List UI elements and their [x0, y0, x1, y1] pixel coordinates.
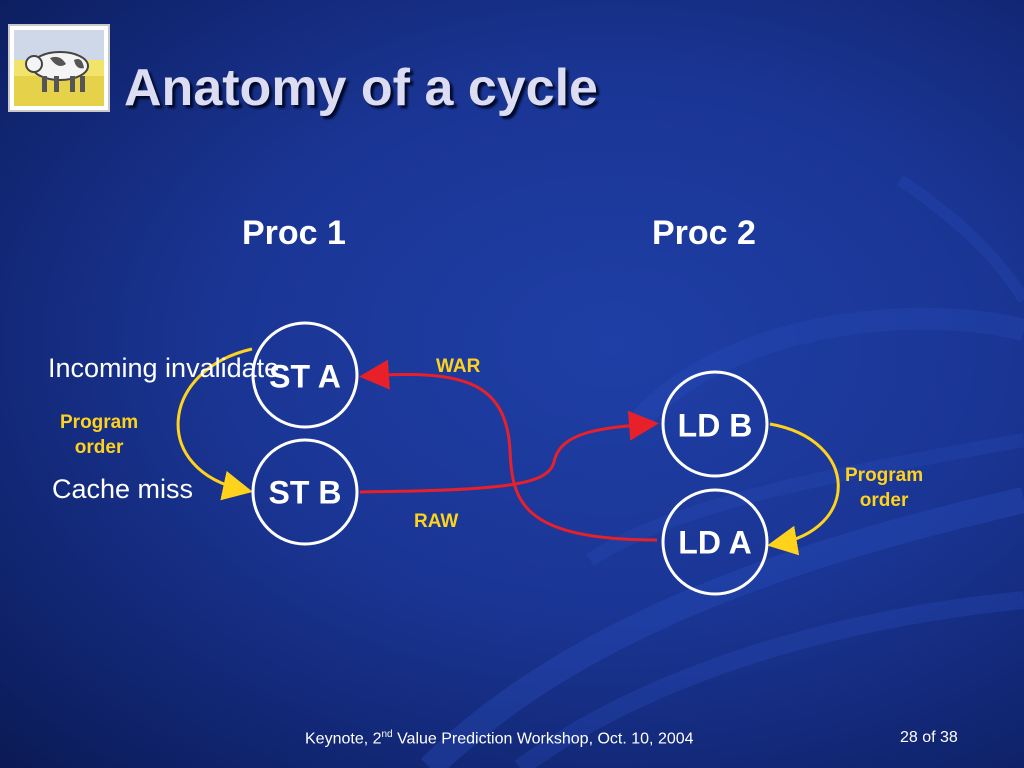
slide-title: Anatomy of a cycle: [124, 59, 598, 117]
node-st-a-label: ST A: [269, 358, 341, 395]
node-st-b-label: ST B: [268, 474, 342, 511]
program-order-label-proc2: Program order: [845, 463, 923, 513]
program-order-label-proc1-line2: order: [74, 437, 124, 458]
footer-suffix: Value Prediction Workshop, Oct. 10, 2004: [392, 730, 694, 748]
incoming-invalidate-note: Incoming invalidate: [48, 353, 280, 383]
proc-2-label: Proc 2: [652, 214, 756, 252]
program-order-label-proc2-line2: order: [859, 490, 909, 511]
war-label: WAR: [436, 356, 481, 377]
cow-logo-icon: [14, 30, 104, 106]
node-st-b: [251, 438, 359, 546]
raw-label: RAW: [414, 511, 459, 532]
raw-edge: [359, 410, 659, 494]
proc-1-label: Proc 1: [242, 214, 346, 252]
cow-logo: [8, 24, 110, 112]
node-ld-b-label: LD B: [677, 407, 753, 444]
program-order-label-proc1-line1: Program: [60, 412, 139, 433]
node-st-a: [251, 321, 359, 429]
node-ld-a: [661, 488, 769, 596]
war-edge: [359, 359, 658, 542]
footer-prefix: Keynote, 2: [305, 730, 382, 748]
footer-citation: Keynote, 2nd Value Prediction Workshop, …: [305, 729, 694, 748]
program-order-edge-proc1: [176, 347, 253, 501]
program-order-label-proc1: Program order: [60, 410, 138, 460]
program-order-label-proc2-line1: Program: [845, 465, 924, 486]
node-ld-b: [661, 370, 769, 478]
footer-superscript: nd: [381, 729, 393, 740]
page-number: 28 of 38: [900, 729, 958, 746]
program-order-edge-proc2: [767, 422, 840, 556]
node-ld-a-label: LD A: [678, 524, 752, 561]
cache-miss-note: Cache miss: [52, 474, 194, 504]
